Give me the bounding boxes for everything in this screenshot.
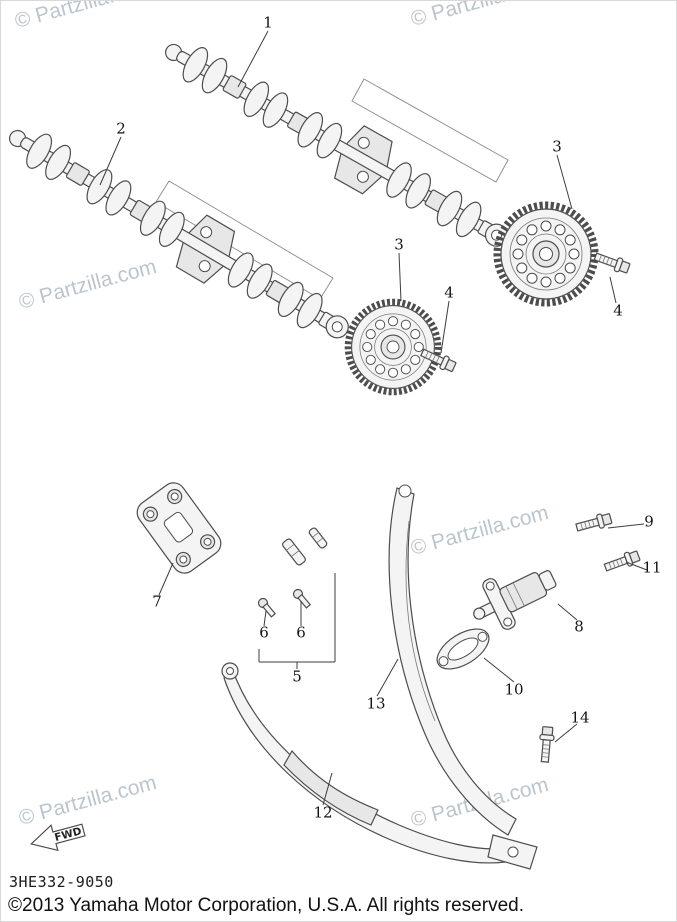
guide-bolt-14 [537, 725, 556, 764]
callout-14: 14 [570, 708, 590, 727]
tensioner-gasket [436, 628, 490, 670]
sprocket-bolt-right [592, 249, 632, 276]
cam-sprocket-left [348, 302, 438, 392]
cam-sprocket-right [497, 205, 595, 303]
callout-4b: 4 [444, 283, 454, 302]
damper-bolt-2 [292, 588, 312, 609]
damper-bolt-1 [257, 597, 277, 618]
callout-7: 7 [152, 592, 162, 611]
callout-10: 10 [504, 680, 524, 699]
damper-pin-1 [282, 538, 306, 566]
callout-3b: 3 [394, 235, 404, 254]
copyright-text: ©2013 Yamaha Motor Corporation, U.S.A. A… [8, 895, 524, 916]
callout-9: 9 [644, 512, 654, 531]
callout-12: 12 [313, 803, 333, 822]
callout-13: 13 [366, 694, 386, 713]
chain-guide-bracket [136, 482, 222, 574]
leader-lines [99, 30, 648, 806]
fwd-label: FWD [53, 825, 83, 844]
callout-8: 8 [574, 617, 584, 636]
callout-4a: 4 [613, 301, 623, 320]
chain-tensioner [473, 570, 557, 630]
grouping-outline-cam1 [351, 78, 509, 183]
callout-2: 2 [116, 119, 126, 138]
callout-11: 11 [642, 558, 662, 577]
chain-guide-lower [221, 662, 508, 864]
callout-3a: 3 [552, 137, 562, 156]
tensioner-bolt-11 [602, 548, 642, 575]
damper-pin-2 [308, 527, 328, 549]
callout-1: 1 [263, 13, 273, 32]
callout-6b: 6 [296, 623, 306, 642]
fwd-arrow: FWD [30, 823, 86, 852]
chain-guide-blade [388, 484, 517, 836]
callout-6a: 6 [259, 623, 269, 642]
guide-mount-foot [487, 834, 538, 870]
tensioner-bolt-9 [574, 511, 614, 535]
diagram-part-code: 3HE332-9050 [9, 873, 114, 891]
callout-5: 5 [292, 667, 302, 686]
